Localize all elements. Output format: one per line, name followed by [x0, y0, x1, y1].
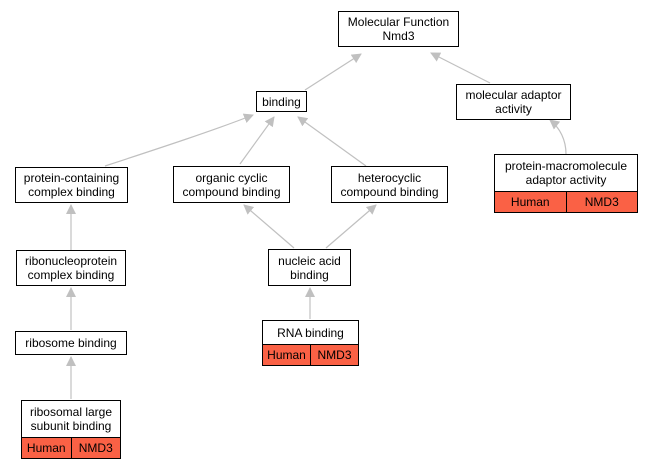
node-label: molecular adaptor activity [465, 88, 562, 116]
edge-nucleic-acid-to-heterocyclic [325, 204, 377, 249]
edge-macromolecule-to-adaptor [549, 119, 567, 155]
node-label: RNA binding [277, 325, 344, 340]
annotation-species: Human [26, 441, 66, 455]
node-nucleic-acid-binding[interactable]: nucleic acid binding [268, 249, 351, 286]
annotation-row: Human NMD3 [495, 191, 637, 212]
node-ribosomal-large-subunit-binding[interactable]: ribosomal large subunit binding Human NM… [21, 400, 121, 459]
edge-organic-cyclic-to-binding [239, 116, 275, 165]
node-molecular-function[interactable]: Molecular Function Nmd3 [338, 11, 459, 47]
annotation-gene: NMD3 [310, 345, 358, 365]
annotation-species: Human [510, 195, 550, 209]
annotation-species: Human [267, 348, 306, 362]
node-protein-containing-complex-binding[interactable]: protein-containing complex binding [15, 167, 128, 203]
node-label: protein-macromolecule adaptor activity [504, 159, 628, 187]
edge-nucleic-acid-to-organic-cyclic [243, 204, 295, 249]
annotation-row: Human NMD3 [22, 437, 120, 458]
edge-adaptor-to-root [430, 52, 491, 84]
node-rna-binding[interactable]: RNA binding Human NMD3 [262, 320, 359, 366]
node-label: ribosome binding [25, 336, 117, 350]
annotation-gene: NMD3 [565, 192, 638, 212]
node-label: Molecular Function Nmd3 [347, 15, 450, 43]
node-ribonucleoprotein-complex-binding[interactable]: ribonucleoprotein complex binding [16, 250, 126, 286]
node-heterocyclic-compound-binding[interactable]: heterocyclic compound binding [331, 166, 448, 203]
edge-heterocyclic-to-binding [297, 116, 367, 167]
node-label: binding [262, 94, 301, 109]
node-label: protein-containing complex binding [23, 171, 120, 199]
node-label: organic cyclic compound binding [182, 170, 281, 199]
annotation-gene: NMD3 [70, 438, 121, 458]
node-organic-cyclic-compound-binding[interactable]: organic cyclic compound binding [173, 166, 290, 203]
node-binding[interactable]: binding [256, 91, 307, 112]
edge-protein-containing-to-binding [104, 113, 254, 167]
node-ribosome-binding[interactable]: ribosome binding [15, 331, 127, 355]
node-label: heterocyclic compound binding [340, 170, 439, 199]
edge-binding-to-root [304, 53, 362, 91]
annotation-row: Human NMD3 [263, 344, 358, 365]
node-label: ribosomal large subunit binding [29, 405, 113, 433]
node-protein-macromolecule-adaptor-activity[interactable]: protein-macromolecule adaptor activity H… [494, 154, 638, 213]
node-label: ribonucleoprotein complex binding [24, 254, 118, 282]
node-label: nucleic acid binding [278, 253, 341, 282]
node-molecular-adaptor-activity[interactable]: molecular adaptor activity [456, 84, 571, 120]
